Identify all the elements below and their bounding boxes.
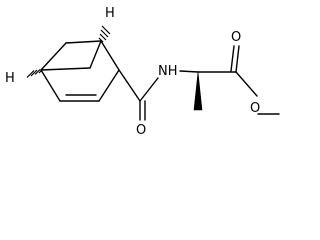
atom-label-ester-ether-o: O [250,101,260,116]
bond-c4-c5 [100,40,120,71]
bond-n-to-alpha-c [179,70,199,73]
bond-c7-c5 [65,40,102,44]
bond-ring-to-carbonyl [118,69,141,102]
molecule-structure: H H NH O O O [5,6,280,137]
structure-canvas: H H NH O O O [0,0,280,137]
bond-c1-c7 [40,42,67,71]
bond-ester-co-outer [235,45,240,73]
bond-carbonyl-to-n [139,77,159,102]
bond-c3-c4 [98,69,120,102]
bond-c6-c5 [89,40,102,69]
hashed-wedge-bottom-left-h [26,68,44,78]
wedge-alpha-methyl [193,71,203,111]
atom-label-h-left: H [5,71,15,86]
atom-label-h-top-right: H [105,6,115,21]
hashed-wedge-top-right-h [98,25,111,43]
atom-label-amide-nh: NH [158,64,178,79]
bond-c1-c6 [40,67,91,71]
bond-ester-c-to-o [235,71,258,97]
atom-label-ester-carbonyl-o: O [231,30,241,45]
atom-label-amide-o: O [136,123,146,137]
bond-c1-c2 [40,69,61,102]
bond-ester-co-inner [230,45,235,72]
